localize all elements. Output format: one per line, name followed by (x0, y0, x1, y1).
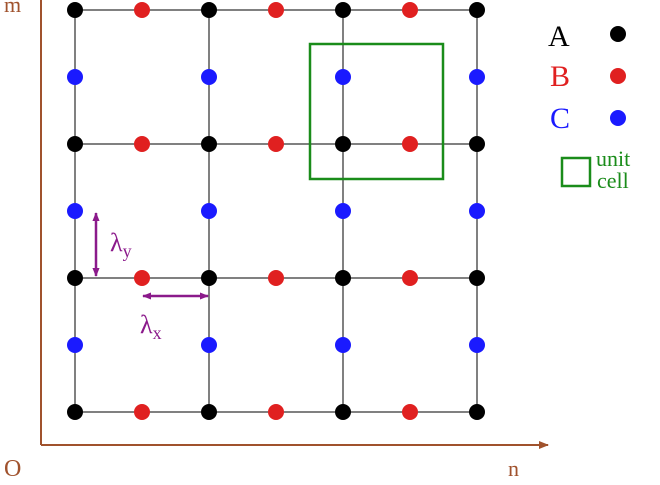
legend-unit-cell-label-line1: unit (596, 146, 630, 171)
site-b (134, 2, 150, 18)
site-c (201, 203, 217, 219)
site-b (268, 136, 284, 152)
origin-label: O (4, 456, 21, 480)
lambda-y-label: λy (110, 228, 132, 261)
site-b (268, 404, 284, 420)
site-a (67, 270, 83, 286)
unit-cell-box (308, 42, 445, 181)
legend-dot-b (610, 68, 626, 84)
lambda-x-label: λx (140, 310, 162, 343)
legend-label-c: C (550, 102, 570, 135)
site-b (134, 404, 150, 420)
site-b (402, 136, 418, 152)
legend-unit-cell-label-line2: cell (597, 168, 629, 193)
site-a (469, 136, 485, 152)
site-a (67, 404, 83, 420)
legend-label-a: A (548, 20, 570, 53)
lambda-x-annotation: λx (140, 292, 209, 343)
axes: m O n (4, 0, 549, 482)
lambda-y-annotation: λy (92, 212, 132, 277)
site-b (134, 136, 150, 152)
site-c (67, 69, 83, 85)
site-b (268, 270, 284, 286)
site-c (335, 203, 351, 219)
legend-unit-cell-swatch (560, 156, 592, 188)
legend: A B C unit cell (548, 20, 630, 193)
site-b (402, 270, 418, 286)
site-a (67, 2, 83, 18)
site-c (469, 69, 485, 85)
site-a (201, 2, 217, 18)
site-a (201, 404, 217, 420)
site-b (134, 270, 150, 286)
site-b (402, 2, 418, 18)
site-c (335, 337, 351, 353)
site-a (335, 2, 351, 18)
lambda-x-subscript: x (153, 323, 162, 343)
lattice-sites (67, 2, 485, 420)
site-a (67, 136, 83, 152)
site-c (201, 69, 217, 85)
site-a (335, 270, 351, 286)
y-axis-label: m (4, 0, 21, 17)
legend-dot-c (610, 110, 626, 126)
site-c (67, 337, 83, 353)
lambda-y-subscript: y (123, 241, 132, 261)
legend-dot-a (610, 26, 626, 42)
site-a (201, 136, 217, 152)
site-a (469, 2, 485, 18)
site-b (402, 404, 418, 420)
lambda-y-symbol: λ (110, 228, 123, 257)
site-c (201, 337, 217, 353)
site-c (67, 203, 83, 219)
lattice-grid (74, 9, 478, 413)
site-a (469, 270, 485, 286)
site-a (469, 404, 485, 420)
x-axis-label: n (508, 456, 519, 480)
site-a (335, 136, 351, 152)
site-b (268, 2, 284, 18)
site-c (469, 337, 485, 353)
site-a (335, 404, 351, 420)
site-c (335, 69, 351, 85)
legend-label-b: B (550, 60, 570, 93)
lambda-x-symbol: λ (140, 310, 153, 339)
site-c (469, 203, 485, 219)
site-a (201, 270, 217, 286)
